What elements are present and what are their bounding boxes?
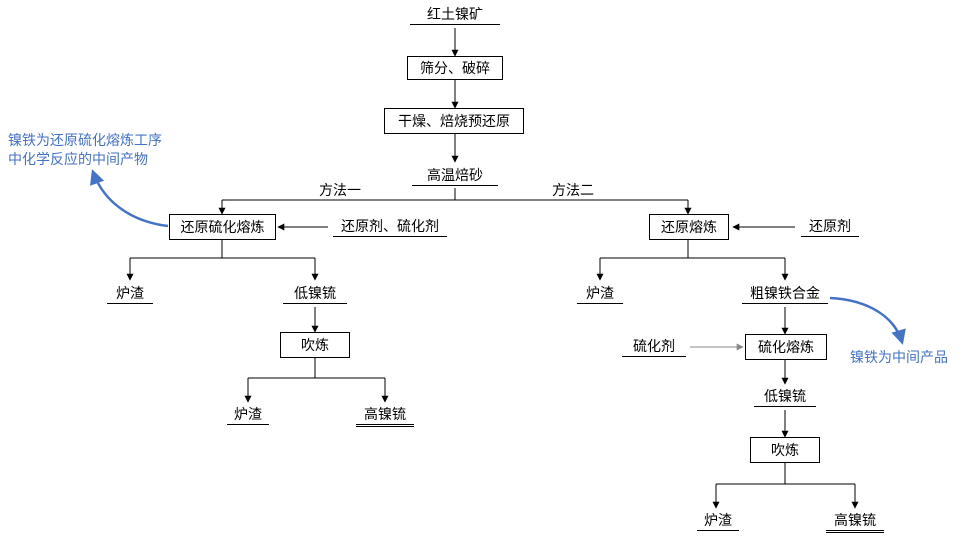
node-m1-reagents: 还原剂、硫化剂 xyxy=(333,218,447,237)
node-m2-slag: 炉渣 xyxy=(577,285,623,304)
node-m2-high-matte: 高镍锍 xyxy=(826,512,884,533)
node-m1-slag2: 炉渣 xyxy=(227,406,269,425)
right-note-arrow xyxy=(829,296,906,345)
node-m1-high-matte: 高镍锍 xyxy=(356,406,414,427)
node-calcine: 高温焙砂 xyxy=(412,167,498,186)
left-note-line2: 中化学反应的中间产物 xyxy=(8,152,148,168)
node-m2-blow: 吹炼 xyxy=(750,437,820,463)
node-screen: 筛分、破碎 xyxy=(407,56,503,80)
node-dry: 干燥、焙烧预还原 xyxy=(384,108,524,134)
left-note-arrow xyxy=(90,169,169,228)
node-m2-sulf-smelt: 硫化熔炼 xyxy=(745,334,827,360)
node-m2-slag2: 炉渣 xyxy=(697,512,739,531)
left-note-line1: 镍铁为还原硫化熔炼工序 xyxy=(8,133,162,149)
label-method2: 方法二 xyxy=(552,183,594,199)
left-note: 镍铁为还原硫化熔炼工序 中化学反应的中间产物 xyxy=(8,132,162,170)
right-note: 镍铁为中间产品 xyxy=(850,350,948,366)
node-m2-reagent: 还原剂 xyxy=(801,218,859,237)
node-m1-blow: 吹炼 xyxy=(280,332,350,358)
node-m2-smelt: 还原熔炼 xyxy=(649,214,729,240)
node-m2-low-matte: 低镍锍 xyxy=(754,388,816,407)
node-m2-sulfur-agent: 硫化剂 xyxy=(622,338,686,357)
node-ore: 红土镍矿 xyxy=(410,6,500,25)
node-m1-slag: 炉渣 xyxy=(107,285,153,304)
node-m2-alloy: 粗镍铁合金 xyxy=(742,285,828,304)
node-m1-smelt: 还原硫化熔炼 xyxy=(169,214,276,240)
label-method1: 方法一 xyxy=(319,183,361,199)
node-m1-low-matte: 低镍锍 xyxy=(283,285,347,304)
